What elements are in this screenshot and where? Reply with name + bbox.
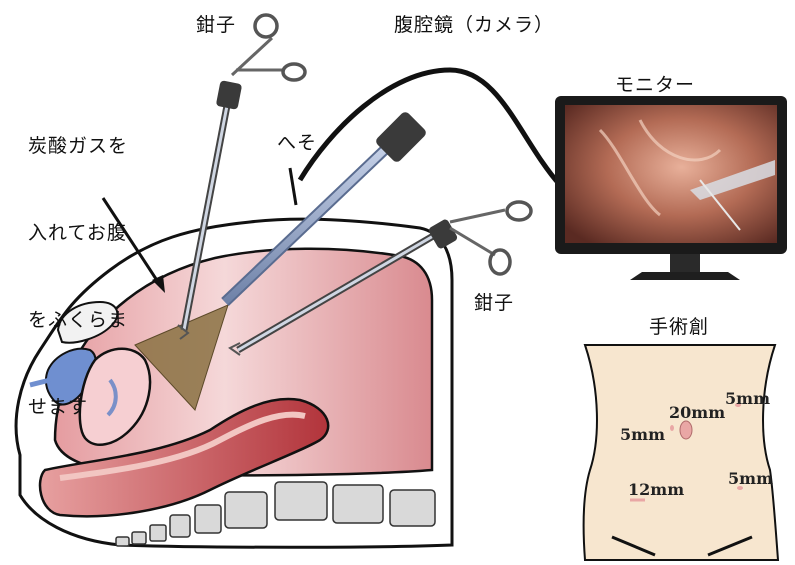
wound-label-12mm: 12mm	[628, 480, 684, 499]
monitor-base	[630, 272, 740, 280]
label-monitor: モニター	[615, 70, 695, 97]
wound-panel	[584, 345, 778, 560]
gas-note-line-4: せます	[28, 393, 128, 422]
wound-label-5mm-left: 5mm	[620, 425, 665, 444]
gas-note-line-3: をふくらま	[28, 306, 128, 335]
monitor-neck	[670, 254, 700, 274]
wound-navel	[680, 421, 692, 439]
label-navel: へそ	[277, 128, 317, 155]
wound-dot-left	[670, 425, 674, 431]
label-gas-note: 炭酸ガスを 入れてお腹 をふくらま せます	[28, 74, 128, 451]
navel-mark	[290, 168, 296, 205]
wound-label-5mm-top-right: 5mm	[725, 389, 770, 408]
gas-note-line-1: 炭酸ガスを	[28, 132, 128, 161]
monitor	[555, 96, 787, 280]
wound-label-20mm: 20mm	[669, 403, 725, 422]
label-wound-title: 手術創	[649, 312, 709, 339]
label-laparoscope: 腹腔鏡（カメラ）	[394, 10, 554, 37]
abdomen-front	[584, 345, 778, 560]
gas-note-line-2: 入れてお腹	[28, 219, 128, 248]
label-forceps-top: 鉗子	[196, 10, 236, 37]
label-forceps-right: 鉗子	[474, 288, 514, 315]
wound-label-5mm-right: 5mm	[728, 469, 773, 488]
